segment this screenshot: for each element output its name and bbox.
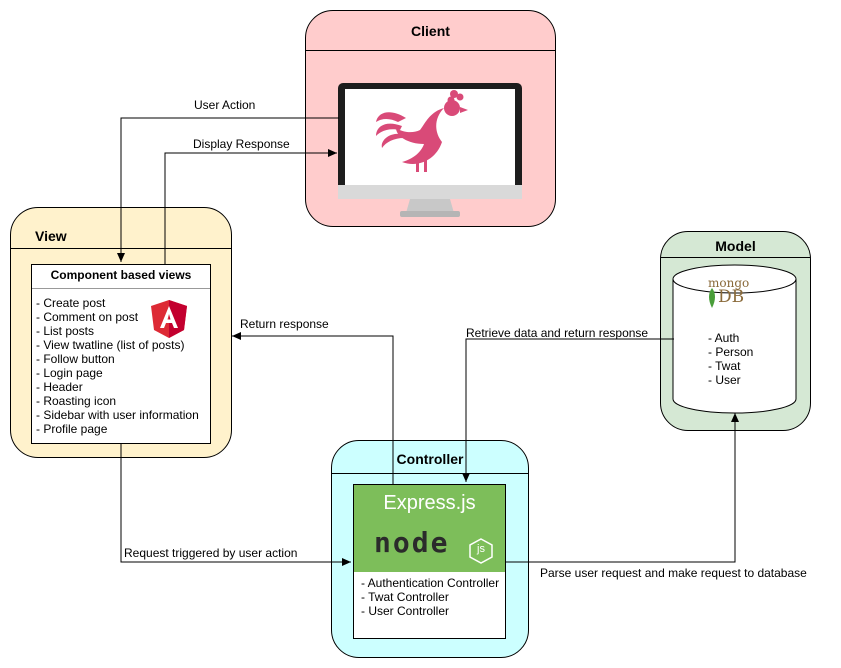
client-title: Client — [411, 23, 450, 39]
angular-logo-icon — [151, 300, 187, 338]
controller-title: Controller — [396, 451, 464, 467]
mongodb-logo-text: mongo — [708, 276, 750, 290]
edge-label-return-response: Return response — [240, 317, 329, 331]
list-item: - Auth — [708, 331, 740, 345]
list-item: - Login page — [36, 366, 103, 380]
database-cylinder — [672, 264, 797, 414]
nodejs-hexagon-icon — [469, 538, 493, 564]
edge-label-parse-request: Parse user request and make request to d… — [540, 566, 807, 580]
list-item: - Follow button — [36, 352, 115, 366]
edge-label-display-response: Display Response — [193, 137, 290, 151]
rooster-logo-icon — [376, 90, 468, 172]
view-component-list: - Create post - Comment on post - List p… — [36, 296, 199, 436]
model-divider — [661, 257, 810, 258]
model-entity-list: - Auth - Person - Twat - User — [708, 331, 753, 387]
edge-request-triggered — [120, 444, 351, 566]
edge-label-user-action: User Action — [194, 98, 256, 112]
list-item: - View twatline (list of posts) — [36, 338, 185, 352]
list-item: - Profile page — [36, 422, 108, 436]
list-item: - Header — [36, 380, 83, 394]
view-title: View — [35, 228, 67, 244]
nodejs-js-badge: js — [477, 543, 485, 555]
express-js-label: Express.js — [383, 492, 476, 514]
controller-list: - Authentication Controller - Twat Contr… — [361, 576, 499, 618]
controller-divider — [332, 473, 528, 474]
component-views-box: Component based views - Create post - Co… — [31, 264, 211, 444]
model-title: Model — [715, 238, 756, 254]
edge-label-retrieve-data: Retrieve data and return response — [466, 326, 649, 340]
edge-parse-request — [506, 413, 739, 563]
list-item: - List posts — [36, 324, 95, 338]
edge-retrieve-data — [462, 338, 674, 482]
mongodb-leaf-icon — [709, 288, 715, 308]
edge-return-response — [232, 332, 394, 484]
nodejs-logo-text: node — [374, 526, 450, 559]
component-views-title: Component based views — [50, 268, 192, 282]
list-item: - User — [708, 373, 741, 387]
list-item: - Comment on post — [36, 310, 139, 324]
mongodb-logo-db: DB — [718, 287, 745, 307]
list-item: - Create post — [36, 296, 106, 310]
component-views-divider — [32, 288, 210, 289]
edge-display-response — [164, 149, 337, 264]
client-divider — [306, 50, 555, 51]
list-item: - Person — [708, 345, 754, 359]
list-item: - Roasting icon — [36, 394, 117, 408]
list-item: - Authentication Controller — [361, 576, 500, 590]
edge-label-request-triggered: Request triggered by user action — [124, 546, 298, 560]
list-item: - Twat Controller — [361, 590, 449, 604]
edge-user-action — [117, 117, 339, 262]
express-node-banner — [354, 485, 505, 572]
list-item: - User Controller — [361, 604, 450, 618]
list-item: - Twat — [708, 359, 741, 373]
list-item: - Sidebar with user information — [36, 408, 199, 422]
